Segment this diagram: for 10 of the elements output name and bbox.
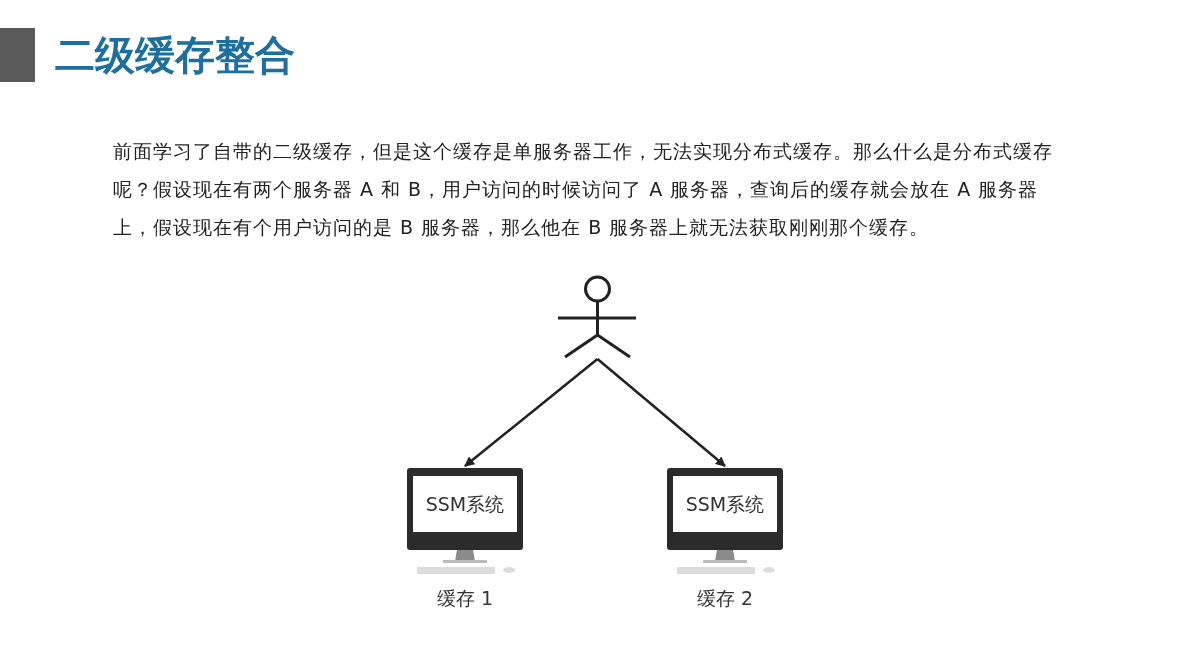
screen-label: SSM系统 xyxy=(424,492,506,516)
title: 二级缓存整合 xyxy=(55,31,295,80)
node-label: 缓存 2 xyxy=(695,586,755,610)
arrow xyxy=(464,358,599,467)
screen-label: SSM系统 xyxy=(684,492,766,516)
computer-drawing xyxy=(665,466,785,576)
arrow xyxy=(596,358,726,467)
node-label: 缓存 1 xyxy=(435,586,495,610)
paragraph: 前面学习了自带的二级缓存，但是这个缓存是单服务器工作，无法实现分布式缓存。那么什么是分布式缓存呢？假设现在有两个服务器 A 和 B，用户访问的时候访问了 A 服务器，查询后的缓存就会放在 A 服务器上，假设现在有个用户访问的是 B 服务器，那么他在 B 服务器上就无法获取刚刚那个缓存。 xyxy=(113,139,1054,240)
computer-drawing xyxy=(405,466,525,576)
